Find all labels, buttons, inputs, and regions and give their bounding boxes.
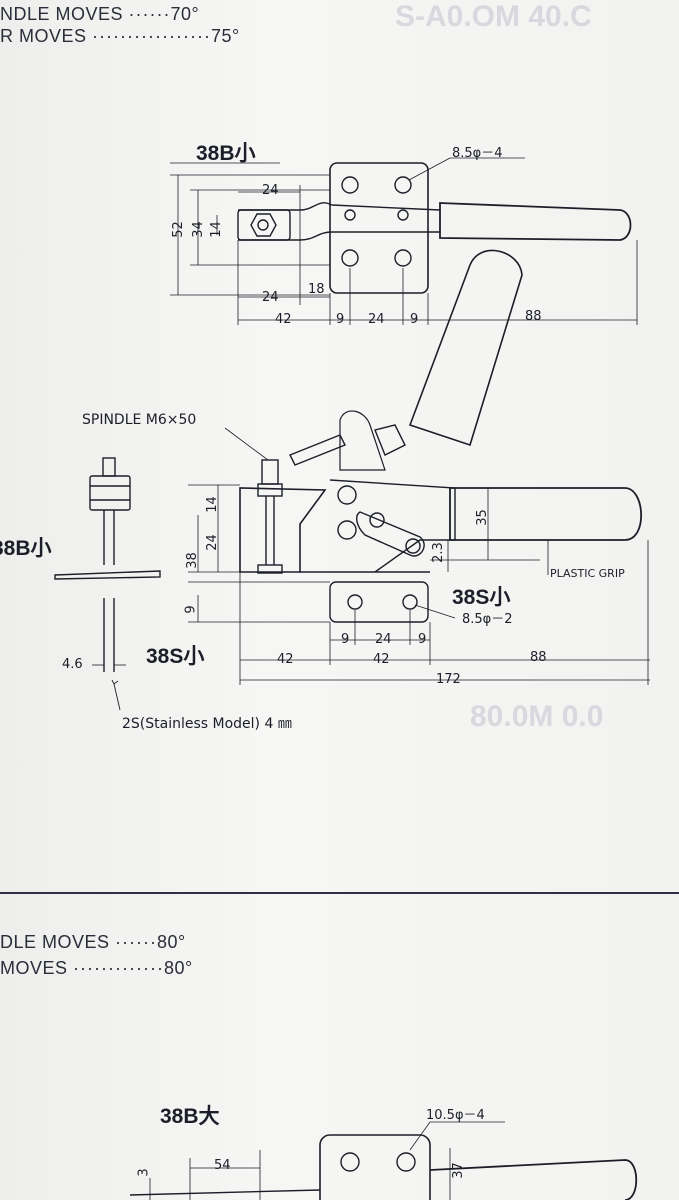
dim-14-small: 14 <box>208 221 224 238</box>
header-bottom-line-2-label: MOVES <box>0 958 68 978</box>
dim-2-3-side: 2.3 <box>430 542 446 563</box>
side-small-title: 38S小 <box>146 645 205 668</box>
bottom-hole-note: 10.5φ－4 <box>426 1108 485 1123</box>
top-view-title: 38B小 <box>196 142 256 165</box>
bleed-through-text-2: 80.0M 0.0 <box>470 700 604 733</box>
side-view-clamp <box>54 249 650 711</box>
dim-24b-side: 24 <box>375 632 392 647</box>
header-bottom-line-1-value: 80° <box>157 932 186 952</box>
dim-42: 42 <box>275 312 292 327</box>
dim-24-side: 24 <box>204 534 220 551</box>
dim-88-top: 88 <box>525 309 542 324</box>
top-hole-note: 8.5φ－4 <box>452 146 503 161</box>
spindle-note: SPINDLE M6×50 <box>82 412 197 428</box>
dim-35-side: 35 <box>474 509 490 526</box>
side-right-title: 38S小 <box>452 586 511 609</box>
header-bottom-line-1-dots: ······ <box>115 932 158 952</box>
bleed-through-text-1: S-A0.OM 40.C <box>395 0 592 33</box>
header-line-2-label: R MOVES <box>0 26 87 46</box>
bottom-view-clamp <box>129 1121 638 1200</box>
top-view-clamp <box>170 157 638 325</box>
header-line-2-dots: ················· <box>92 26 211 46</box>
header-line-2: R MOVES ·················75° <box>0 26 240 47</box>
dim-24-mid: 24 <box>368 312 385 327</box>
dim-9-left: 9 <box>336 312 345 327</box>
header-line-1-dots: ······ <box>128 4 171 24</box>
grip-note: PLASTIC GRIP <box>550 567 625 580</box>
dim-52: 52 <box>170 221 186 238</box>
dim-9a-side: 9 <box>341 632 350 647</box>
header-bottom-line-1-label: DLE MOVES <box>0 932 110 952</box>
header-bottom-line-2-dots: ············· <box>73 958 164 978</box>
side-end-view <box>54 457 161 711</box>
dim-18: 18 <box>308 282 325 297</box>
header-line-1: NDLE MOVES ······70° <box>0 4 199 25</box>
header-bottom-line-2: MOVES ·············80° <box>0 958 193 979</box>
dim-24-top: 24 <box>262 183 279 198</box>
dim-24-bottom: 24 <box>262 290 279 305</box>
bottom-view-title: 38B大 <box>160 1105 220 1128</box>
dim-42b-side: 42 <box>373 652 390 667</box>
side-left-title: 38B小 <box>0 537 52 560</box>
dim-54-bottom: 54 <box>214 1158 231 1173</box>
header-bottom-line-2-value: 80° <box>163 958 193 978</box>
dim-14-side: 14 <box>204 496 220 513</box>
dim-172-side: 172 <box>436 672 461 687</box>
dim-34: 34 <box>190 221 206 238</box>
header-bottom-line-1: DLE MOVES ······80° <box>0 932 186 953</box>
dim-38-side: 38 <box>184 552 200 569</box>
dim-37-bottom: 37 <box>450 1162 466 1179</box>
dim-9-side: 9 <box>183 605 199 614</box>
dim-9-right: 9 <box>410 312 419 327</box>
header-line-1-value: 70° <box>170 4 200 24</box>
dim-3-bottom: 3 <box>136 1168 152 1177</box>
dim-4-6-side: 4.6 <box>62 657 83 672</box>
stainless-note: 2S(Stainless Model) 4 ㎜ <box>122 716 292 732</box>
side-hole-note: 8.5φ－2 <box>462 612 513 627</box>
dim-9b-side: 9 <box>418 632 427 647</box>
dim-88-side: 88 <box>530 650 547 665</box>
section-separator <box>0 892 679 894</box>
header-line-1-label: NDLE MOVES <box>0 4 124 24</box>
header-line-2-value: 75° <box>210 26 240 46</box>
dim-42a-side: 42 <box>277 652 294 667</box>
